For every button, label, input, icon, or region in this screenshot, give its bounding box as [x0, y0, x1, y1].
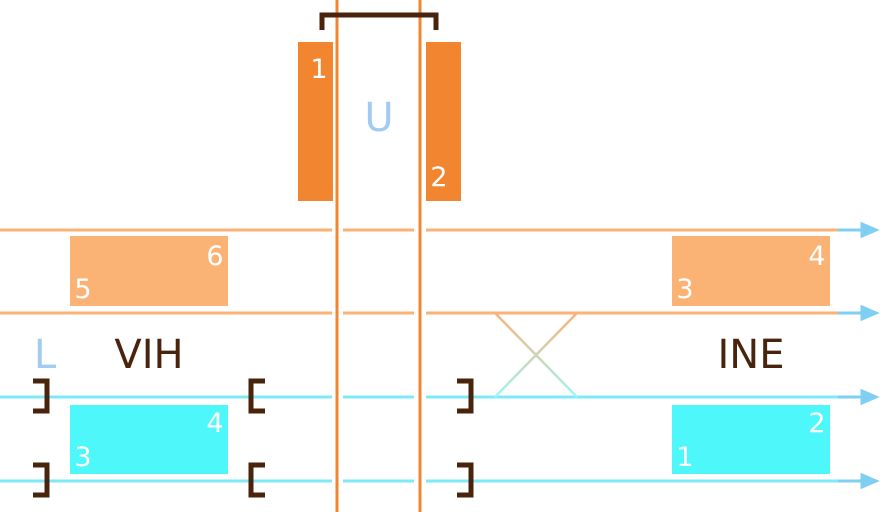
cyan-block-right-number-a: 2 — [808, 408, 825, 439]
orange-block-left-number-a: 6 — [206, 241, 223, 272]
arrowheads — [838, 221, 880, 490]
arrow-icon — [860, 388, 880, 406]
arrow-icon — [860, 304, 880, 322]
label-vih: VIH — [114, 332, 183, 378]
vertical-block-left-number: 1 — [310, 54, 327, 85]
cyan-block-left-number-b: 3 — [74, 442, 91, 473]
label-l: L — [34, 332, 57, 378]
vertical-block-right-number: 2 — [430, 162, 447, 193]
orange-block-right — [672, 236, 830, 306]
bracket-left-lower — [33, 462, 50, 498]
arrow-icon — [860, 221, 880, 239]
cyan-block-right-number-b: 1 — [676, 442, 693, 473]
cyan-block-right — [672, 405, 830, 474]
label-ine: INE — [718, 332, 785, 378]
vertical-block-right — [426, 42, 461, 201]
vertical-orange-tracks — [335, 0, 422, 512]
bracket-left-upper — [33, 378, 50, 414]
cyan-block-left-number-a: 4 — [206, 408, 223, 439]
orange-block-left-number-b: 5 — [74, 274, 91, 305]
label-u: U — [364, 95, 393, 141]
bracket-right-upper — [457, 378, 474, 414]
arrow-icon — [860, 472, 880, 490]
horizontal-cyan-tracks — [0, 395, 840, 483]
top-bracket — [319, 12, 439, 30]
bracket-mid-lower — [248, 462, 265, 498]
bracket-markers — [33, 378, 474, 498]
bracket-right-lower — [457, 462, 474, 498]
orange-block-right-number-a: 4 — [808, 241, 825, 272]
orange-block-right-number-b: 3 — [676, 274, 693, 305]
bracket-mid-upper — [248, 378, 265, 414]
vertical-block-left — [298, 42, 333, 201]
crossover — [494, 312, 578, 398]
orange-block-left — [70, 236, 228, 306]
cyan-block-left — [70, 405, 228, 474]
